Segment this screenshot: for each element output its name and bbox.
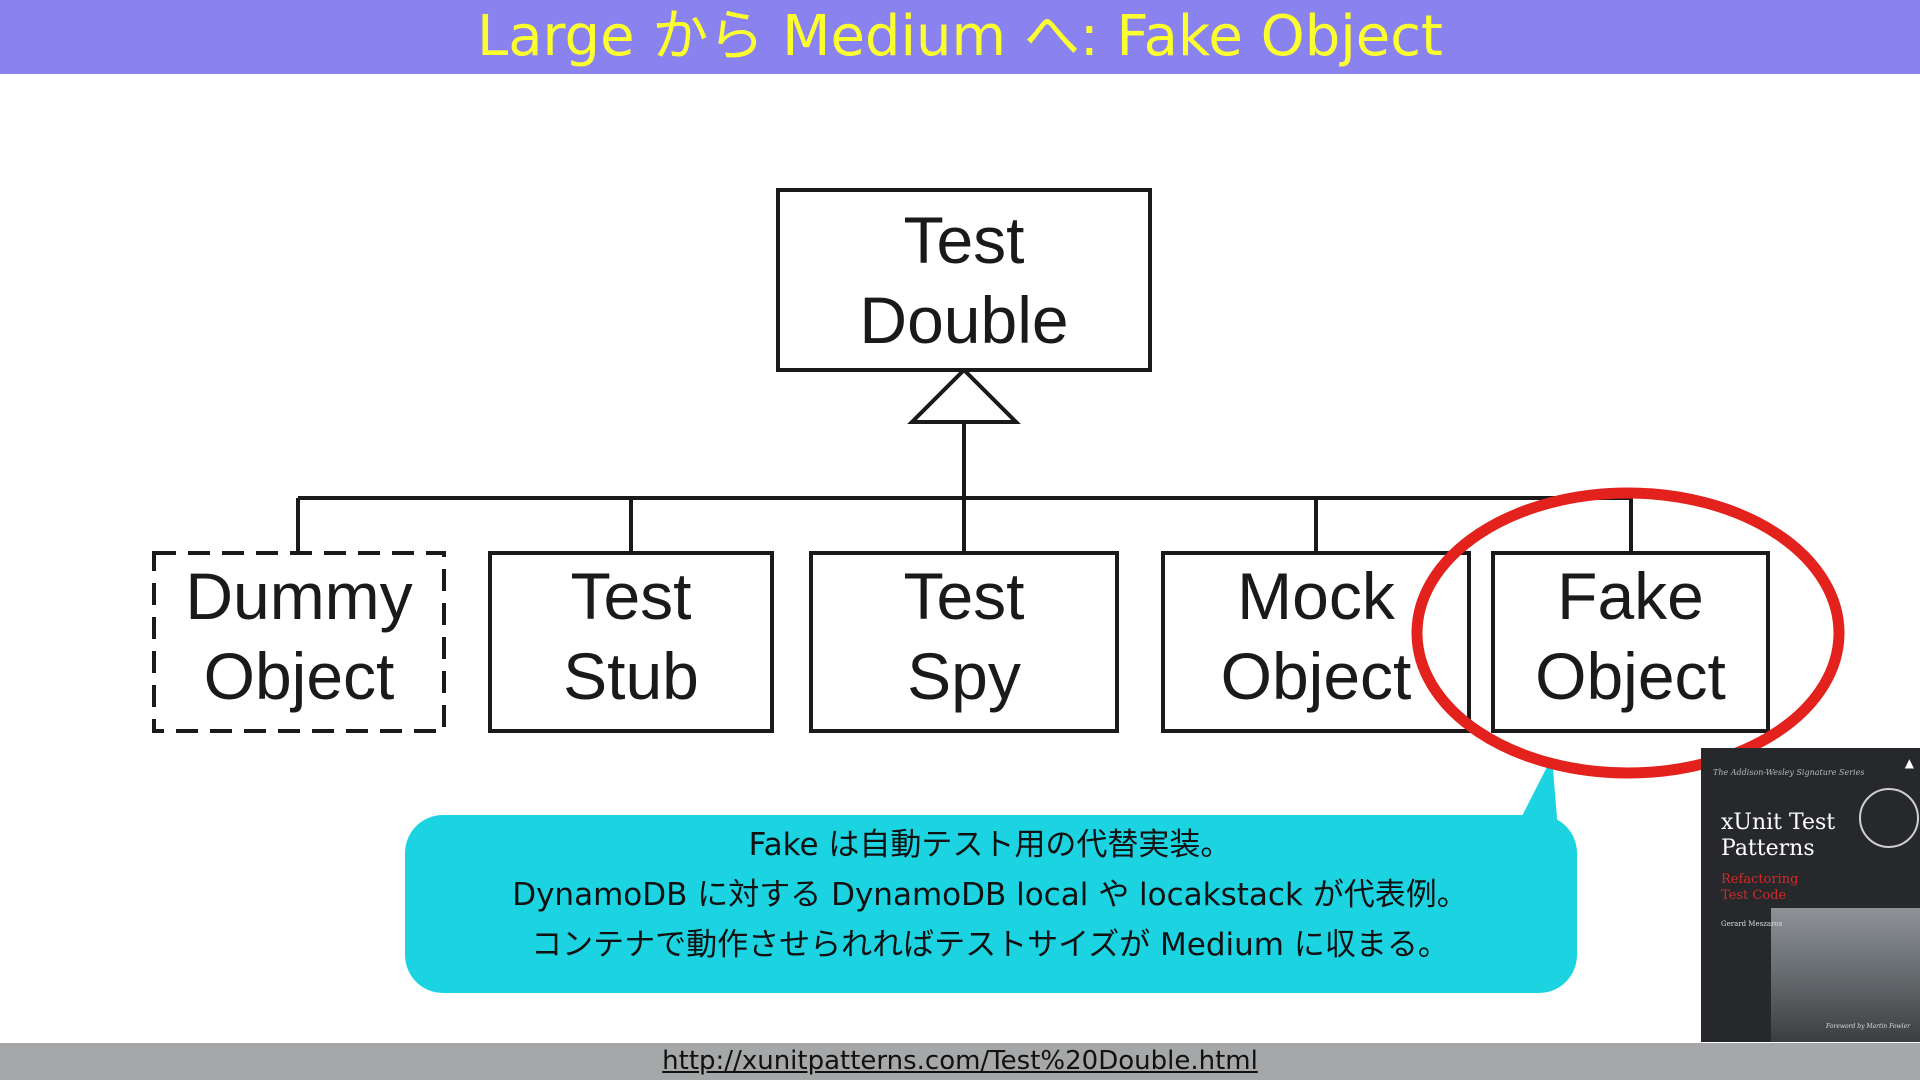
footer-bar (0, 1043, 1920, 1080)
slide-title: Large から Medium へ: Fake Object (477, 4, 1443, 69)
label-line: Fake (1557, 559, 1704, 633)
highlight-circle (1411, 487, 1845, 779)
label-line: Dummy (185, 559, 413, 633)
label-mock-object: Mock Object (1163, 556, 1469, 716)
callout-line-2: DynamoDB に対する DynamoDB local や locakstac… (512, 877, 1468, 913)
title-bar (0, 0, 1920, 74)
book-foreword: Foreword by Martin Fowler (1826, 1023, 1910, 1030)
label-test-stub: Test Stub (490, 556, 772, 716)
box-test-double (776, 188, 1152, 372)
inheritance-arrow-icon (907, 367, 1021, 424)
callout-line-1: Fake は自動テスト用の代替実装。 (748, 827, 1232, 863)
label-line: Double (859, 283, 1069, 357)
callout-bubble (405, 757, 1577, 993)
label-line: Test (570, 559, 692, 633)
label-fake-object: Fake Object (1493, 556, 1768, 716)
label-line: Spy (907, 639, 1021, 713)
label-line: Object (1220, 639, 1412, 713)
label-line: Mock (1237, 559, 1395, 633)
label-test-double: Test Double (778, 200, 1150, 360)
box-fake-object (1491, 551, 1770, 733)
label-line: Test (903, 203, 1025, 277)
label-test-spy: Test Spy (811, 556, 1117, 716)
box-test-stub (488, 551, 774, 733)
book-title-line2: Patterns (1721, 836, 1815, 861)
book-cover-photo (1771, 908, 1920, 1042)
connectors (296, 422, 1633, 553)
box-dummy-object (152, 551, 446, 733)
callout-line-3: コンテナで動作させられればテストサイズが Medium に収まる。 (531, 927, 1449, 963)
book-author: Gerard Meszaros (1721, 920, 1783, 928)
callout-text: Fake は自動テスト用の代替実装。 DynamoDB に対する DynamoD… (405, 820, 1575, 980)
book-series: The Addison-Wesley Signature Series (1713, 768, 1865, 777)
box-test-spy (809, 551, 1119, 733)
label-line: Stub (563, 639, 699, 713)
publisher-logo-icon: ▲ (1904, 756, 1914, 770)
label-line: Test (903, 559, 1025, 633)
book-subtitle-line1: Refactoring (1721, 872, 1799, 887)
label-line: Object (203, 639, 395, 713)
book-seal-icon (1859, 788, 1919, 848)
book-title-line1: xUnit Test (1721, 810, 1836, 835)
book-subtitle-line2: Test Code (1721, 888, 1787, 903)
label-dummy-object: Dummy Object (154, 556, 444, 716)
label-line: Object (1535, 639, 1726, 713)
book-cover-image: ▲ The Addison-Wesley Signature Series xU… (1701, 748, 1920, 1042)
source-link[interactable]: http://xunitpatterns.com/Test%20Double.h… (662, 1046, 1258, 1076)
